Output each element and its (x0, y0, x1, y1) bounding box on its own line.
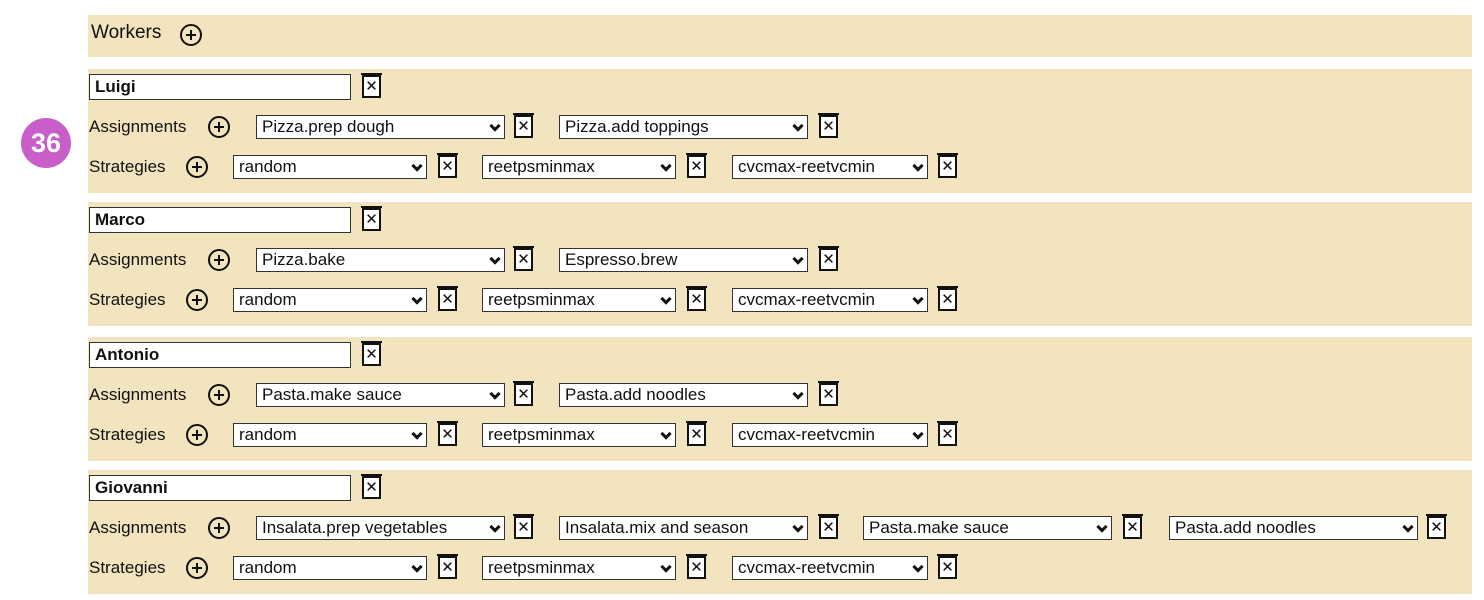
worker-name-input[interactable]: Luigi (89, 74, 351, 100)
strategy-select[interactable]: cvcmax-reetvcmin (732, 556, 928, 580)
delete-worker-button[interactable]: ✕ (361, 474, 382, 499)
add-assignment-button[interactable] (208, 384, 230, 406)
delete-strategy-button[interactable]: ✕ (686, 153, 707, 178)
strategy-select[interactable]: reetpsminmax (482, 288, 676, 312)
delete-strategy-button[interactable]: ✕ (686, 286, 707, 311)
assignment-select[interactable]: Pizza.bake (256, 248, 505, 272)
strategy-select[interactable]: random (233, 556, 427, 580)
assignment-select[interactable]: Pasta.make sauce (256, 383, 505, 407)
assignment-select[interactable]: Espresso.brew (559, 248, 808, 272)
delete-assignment-button[interactable]: ✕ (818, 113, 839, 138)
worker-card: Antonio ✕ Assignments Pasta.make sauce ✕… (88, 337, 1472, 461)
delete-strategy-button[interactable]: ✕ (437, 286, 458, 311)
add-strategy-button[interactable] (186, 424, 208, 446)
delete-strategy-button[interactable]: ✕ (937, 421, 958, 446)
delete-assignment-button[interactable]: ✕ (513, 381, 534, 406)
add-strategy-button[interactable] (186, 156, 208, 178)
add-assignment-button[interactable] (208, 517, 230, 539)
delete-assignment-button[interactable]: ✕ (1122, 514, 1143, 539)
assignments-label: Assignments (89, 117, 187, 136)
strategies-label: Strategies (89, 157, 166, 176)
delete-assignment-button[interactable]: ✕ (818, 381, 839, 406)
strategy-select[interactable]: random (233, 288, 427, 312)
assignment-select[interactable]: Pasta.make sauce (863, 516, 1112, 540)
delete-worker-button[interactable]: ✕ (361, 73, 382, 98)
assignments-label: Assignments (89, 385, 187, 404)
worker-card: Marco ✕ Assignments Pizza.bake ✕ Espress… (88, 202, 1472, 326)
assignment-select[interactable]: Insalata.mix and season (559, 516, 808, 540)
strategy-select[interactable]: cvcmax-reetvcmin (732, 423, 928, 447)
worker-name-input[interactable]: Marco (89, 207, 351, 233)
assignment-select[interactable]: Pizza.add toppings (559, 115, 808, 139)
worker-name-input[interactable]: Antonio (89, 342, 351, 368)
delete-assignment-button[interactable]: ✕ (818, 514, 839, 539)
delete-strategy-button[interactable]: ✕ (437, 153, 458, 178)
strategy-select[interactable]: reetpsminmax (482, 556, 676, 580)
delete-strategy-button[interactable]: ✕ (437, 554, 458, 579)
delete-assignment-button[interactable]: ✕ (818, 246, 839, 271)
assignment-select[interactable]: Pasta.add noodles (559, 383, 808, 407)
strategies-label: Strategies (89, 290, 166, 309)
delete-assignment-button[interactable]: ✕ (513, 246, 534, 271)
assignments-label: Assignments (89, 250, 187, 269)
delete-strategy-button[interactable]: ✕ (937, 286, 958, 311)
worker-name-input[interactable]: Giovanni (89, 475, 351, 501)
delete-assignment-button[interactable]: ✕ (1426, 514, 1447, 539)
delete-strategy-button[interactable]: ✕ (937, 153, 958, 178)
workers-title: Workers (91, 22, 162, 43)
strategy-select[interactable]: cvcmax-reetvcmin (732, 155, 928, 179)
add-assignment-button[interactable] (208, 249, 230, 271)
add-worker-button[interactable] (180, 24, 202, 46)
add-strategy-button[interactable] (186, 557, 208, 579)
assignment-select[interactable]: Pizza.prep dough (256, 115, 505, 139)
strategy-select[interactable]: reetpsminmax (482, 423, 676, 447)
strategy-select[interactable]: random (233, 155, 427, 179)
strategies-label: Strategies (89, 425, 166, 444)
delete-strategy-button[interactable]: ✕ (437, 421, 458, 446)
strategy-select[interactable]: reetpsminmax (482, 155, 676, 179)
add-assignment-button[interactable] (208, 116, 230, 138)
assignments-label: Assignments (89, 518, 187, 537)
delete-worker-button[interactable]: ✕ (361, 341, 382, 366)
delete-assignment-button[interactable]: ✕ (513, 113, 534, 138)
delete-worker-button[interactable]: ✕ (361, 206, 382, 231)
delete-strategy-button[interactable]: ✕ (686, 554, 707, 579)
strategies-label: Strategies (89, 558, 166, 577)
delete-strategy-button[interactable]: ✕ (686, 421, 707, 446)
add-strategy-button[interactable] (186, 289, 208, 311)
delete-strategy-button[interactable]: ✕ (937, 554, 958, 579)
workers-header: Workers (88, 15, 1472, 57)
assignment-select[interactable]: Insalata.prep vegetables (256, 516, 505, 540)
worker-card: Luigi ✕ Assignments Pizza.prep dough ✕ P… (88, 69, 1472, 193)
assignment-select[interactable]: Pasta.add noodles (1169, 516, 1418, 540)
delete-assignment-button[interactable]: ✕ (513, 514, 534, 539)
strategy-select[interactable]: cvcmax-reetvcmin (732, 288, 928, 312)
worker-card: Giovanni ✕ Assignments Insalata.prep veg… (88, 470, 1472, 594)
step-number-badge: 36 (21, 118, 71, 168)
strategy-select[interactable]: random (233, 423, 427, 447)
